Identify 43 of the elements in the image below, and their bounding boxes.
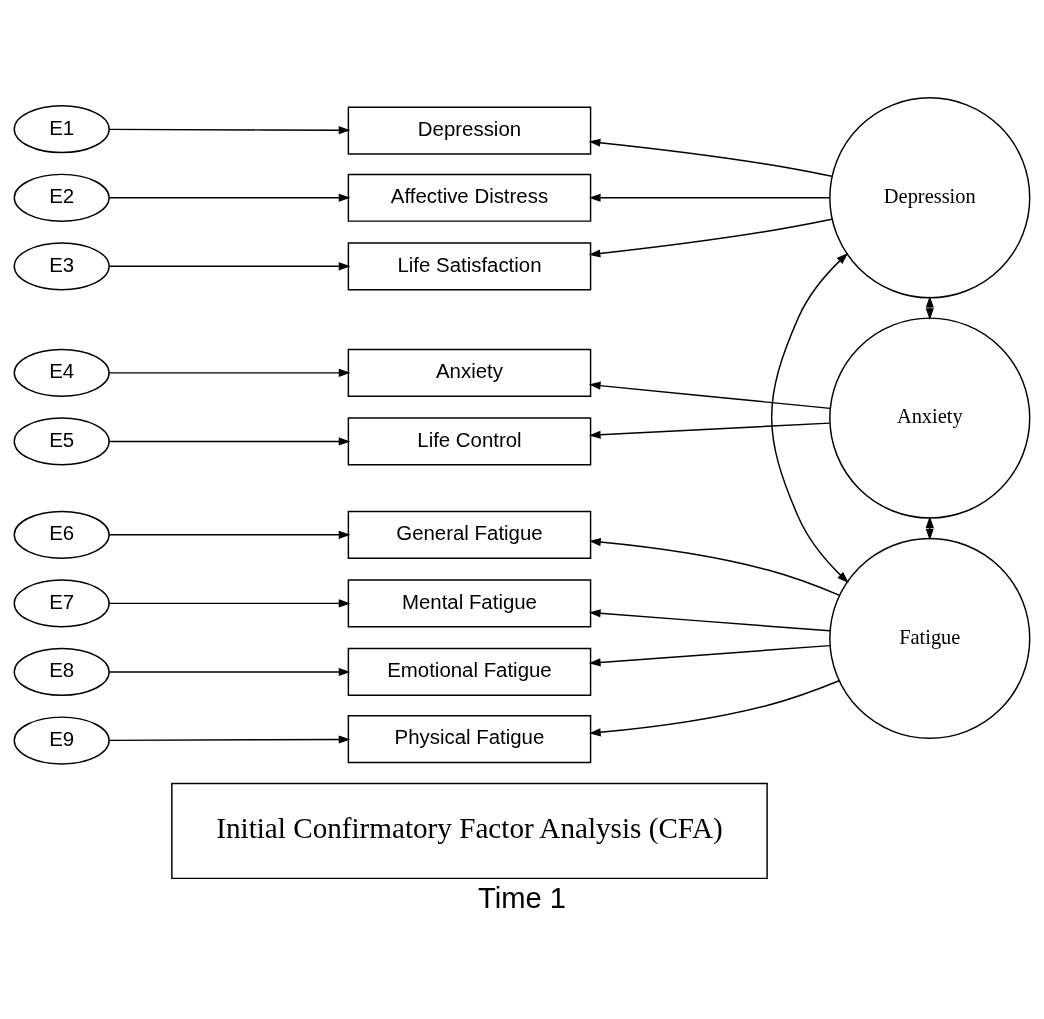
node-ellipse: E5 (13, 416, 110, 466)
arrow (588, 193, 831, 202)
arrow (108, 598, 351, 607)
node-ellipse: E2 (13, 173, 110, 222)
arrow (588, 644, 831, 666)
arrow (108, 261, 351, 270)
node-box: Life Control (347, 416, 592, 465)
node-box: Physical Fatigue (347, 714, 592, 763)
arrow (588, 381, 831, 409)
node-ellipse: E4 (13, 348, 110, 397)
node-circle: Anxiety (829, 316, 1031, 519)
node-box: Mental Fatigue (347, 578, 592, 627)
node-ellipse: E8 (13, 647, 110, 696)
node-circle: Fatigue (829, 537, 1031, 739)
node-circle: Depression (829, 96, 1031, 298)
node-ellipse: E6 (13, 510, 110, 559)
arrow (108, 368, 351, 377)
arrow (589, 537, 841, 596)
arrow (588, 608, 831, 632)
caption: Time 1 (477, 881, 567, 914)
node-ellipse: E3 (13, 241, 110, 290)
arrow (108, 530, 351, 539)
node-ellipse: E1 (13, 104, 110, 153)
node-box: Emotional Fatigue (347, 647, 592, 696)
arrow (588, 218, 833, 258)
node-box: Life Satisfaction (347, 241, 592, 290)
arrow (588, 421, 831, 439)
arrow (108, 734, 351, 744)
node-box: Affective Distress (347, 173, 592, 222)
arrow (108, 193, 351, 202)
arrow (770, 252, 849, 583)
node-box: Initial Confirmatory Factor Analysis (CFA) (171, 782, 768, 879)
node-box: Anxiety (347, 348, 592, 397)
node-ellipse: E7 (13, 578, 110, 627)
node-box: Depression (347, 106, 592, 155)
node-box: General Fatigue (347, 510, 592, 559)
arrow (108, 125, 351, 134)
arrow (588, 138, 833, 177)
arrow (925, 515, 934, 540)
arrow (108, 436, 351, 445)
arrow (589, 679, 840, 736)
node-ellipse: E9 (13, 715, 110, 765)
arrow (108, 667, 351, 676)
